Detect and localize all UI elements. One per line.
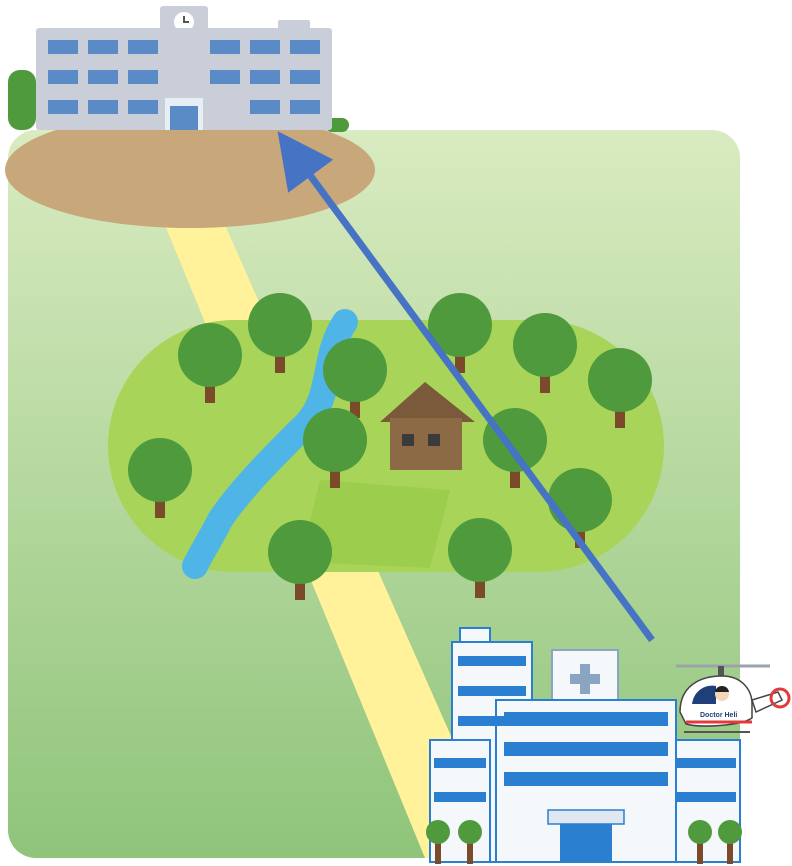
school-building bbox=[5, 6, 375, 228]
hospital-window bbox=[504, 772, 668, 786]
house-wall bbox=[390, 418, 462, 470]
house-window bbox=[402, 434, 414, 446]
school-window bbox=[48, 100, 78, 114]
entrance-canopy bbox=[548, 810, 624, 824]
school-window bbox=[88, 40, 118, 54]
tree-canopy bbox=[323, 338, 387, 402]
hospital-window bbox=[676, 758, 736, 768]
tree-canopy bbox=[458, 820, 482, 844]
school-window bbox=[290, 70, 320, 84]
school-window bbox=[128, 70, 158, 84]
tree-canopy bbox=[268, 520, 332, 584]
bush bbox=[8, 70, 36, 130]
tree-canopy bbox=[128, 438, 192, 502]
school-window bbox=[250, 40, 280, 54]
school-window bbox=[210, 70, 240, 84]
hospital-window bbox=[504, 742, 668, 756]
school-window bbox=[128, 100, 158, 114]
helicopter-tail bbox=[752, 692, 782, 712]
tree-canopy bbox=[426, 820, 450, 844]
hospital-window bbox=[458, 686, 526, 696]
hospital-window bbox=[504, 712, 668, 726]
school-window bbox=[48, 70, 78, 84]
rural-village bbox=[108, 293, 664, 600]
school-window bbox=[210, 40, 240, 54]
hospital-window bbox=[676, 792, 736, 802]
helicopter-label: Doctor Heli bbox=[700, 712, 737, 719]
school-window bbox=[290, 100, 320, 114]
tree-canopy bbox=[448, 518, 512, 582]
school-window bbox=[250, 70, 280, 84]
tree-canopy bbox=[718, 820, 742, 844]
school-window bbox=[250, 100, 280, 114]
school-window bbox=[88, 70, 118, 84]
hospital-window bbox=[458, 656, 526, 666]
tree-canopy bbox=[178, 323, 242, 387]
tree-canopy bbox=[248, 293, 312, 357]
tree-canopy bbox=[588, 348, 652, 412]
school-window bbox=[88, 100, 118, 114]
tree-canopy bbox=[513, 313, 577, 377]
school-window bbox=[128, 40, 158, 54]
house-window bbox=[428, 434, 440, 446]
rotor-mast bbox=[718, 666, 724, 676]
tree-canopy bbox=[303, 408, 367, 472]
school-window bbox=[48, 40, 78, 54]
school-window bbox=[290, 40, 320, 54]
tree-canopy bbox=[688, 820, 712, 844]
tree-canopy bbox=[548, 468, 612, 532]
school-door bbox=[170, 106, 198, 130]
hospital-door bbox=[560, 824, 612, 862]
hospital-window bbox=[434, 758, 486, 768]
hospital-window bbox=[434, 792, 486, 802]
